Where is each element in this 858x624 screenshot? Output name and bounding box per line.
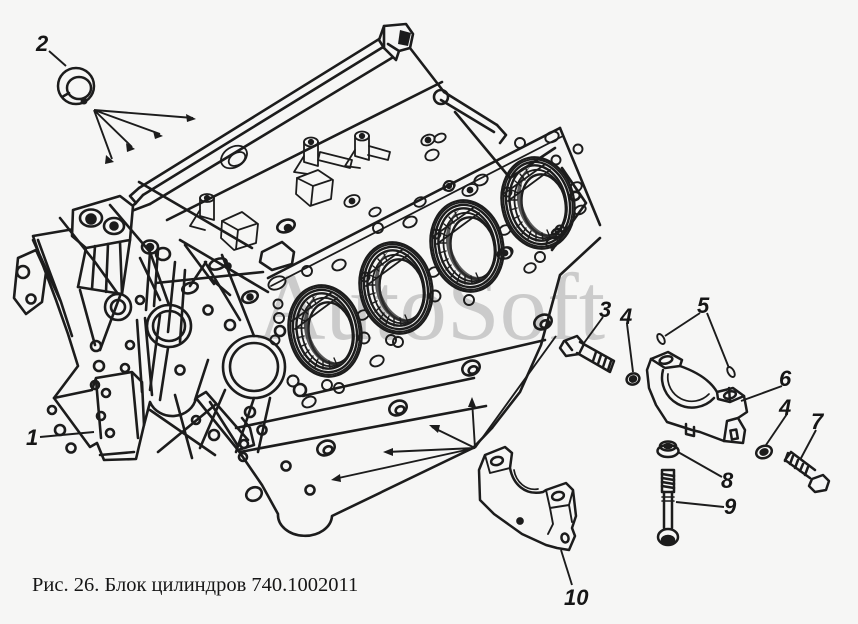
svg-text:6: 6 bbox=[779, 366, 792, 391]
svg-text:7: 7 bbox=[811, 409, 825, 434]
svg-text:8: 8 bbox=[721, 468, 734, 493]
svg-text:4: 4 bbox=[619, 304, 632, 329]
svg-text:10: 10 bbox=[564, 585, 589, 610]
svg-text:9: 9 bbox=[724, 494, 737, 519]
svg-text:Рис. 26. Блок цилиндров 740.10: Рис. 26. Блок цилиндров 740.1002011 bbox=[32, 574, 358, 596]
svg-text:2: 2 bbox=[35, 31, 49, 56]
svg-text:4: 4 bbox=[778, 395, 791, 420]
svg-text:5: 5 bbox=[697, 293, 710, 318]
svg-text:3: 3 bbox=[599, 297, 611, 322]
svg-text:1: 1 bbox=[26, 425, 38, 450]
